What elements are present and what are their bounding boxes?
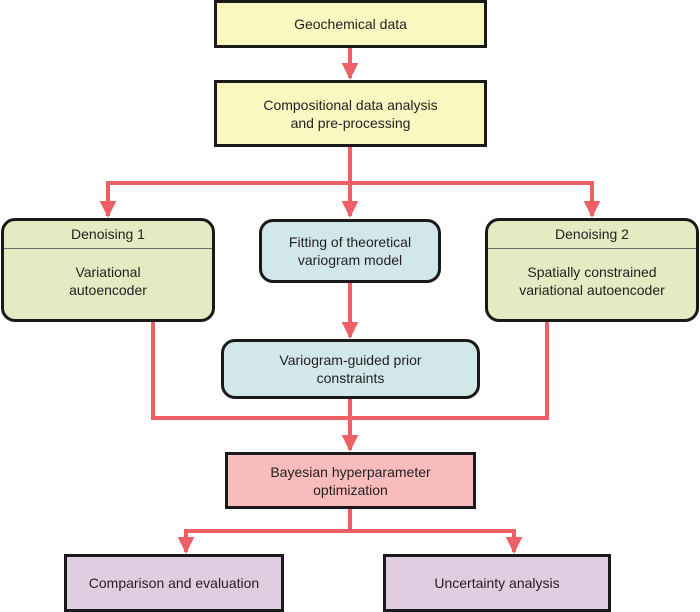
connector-denoising1-down — [151, 321, 350, 420]
node-label: Compositional data analysis and pre-proc… — [263, 96, 438, 131]
node-comparison-evaluation: Comparison and evaluation — [64, 554, 284, 612]
node-label: Fitting of theoretical variogram model — [288, 234, 412, 268]
node-variogram-prior: Variogram-guided prior constraints — [221, 339, 480, 399]
node-denoising-2: Denoising 2 Spatially constrained variat… — [485, 218, 699, 322]
node-bayesian-optimization: Bayesian hyperparameter optimization — [225, 452, 476, 509]
node-label: Comparison and evaluation — [88, 575, 260, 591]
node-header: Denoising 2 — [488, 221, 696, 249]
node-label: Uncertainty analysis — [434, 575, 560, 591]
node-geochemical-data: Geochemical data — [214, 0, 487, 48]
node-label: Spatially constrained variational autoen… — [519, 264, 665, 298]
node-denoising-1: Denoising 1 Variational autoencoder — [1, 218, 215, 322]
node-uncertainty-analysis: Uncertainty analysis — [383, 554, 611, 612]
node-fitting-variogram: Fitting of theoretical variogram model — [259, 219, 441, 283]
node-header: Denoising 1 — [4, 221, 212, 249]
node-compositional-analysis: Compositional data analysis and pre-proc… — [214, 80, 487, 147]
node-label: Variational autoencoder — [69, 264, 147, 298]
node-label: Bayesian hyperparameter optimization — [270, 463, 431, 498]
node-label: Variogram-guided prior constraints — [279, 352, 422, 386]
node-label: Geochemical data — [294, 16, 407, 32]
connector-denoising2-down — [350, 321, 549, 420]
